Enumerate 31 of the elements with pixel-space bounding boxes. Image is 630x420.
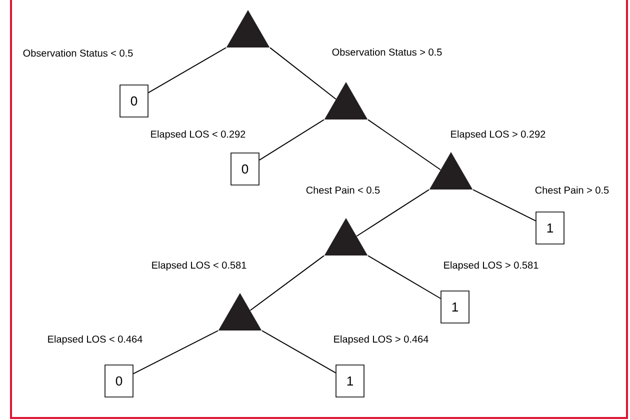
edge-label: Elapsed LOS < 0.464 [46,334,144,346]
branch-line [250,255,324,311]
leaf-box: 0 [230,152,260,186]
branch-line [270,47,336,100]
leaf-box: 1 [336,364,364,398]
edge-label: Observation Status > 0.5 [330,47,444,57]
edge-label: Chest Pain > 0.5 [534,185,610,195]
branch-line [472,189,536,222]
branch-line [368,119,442,170]
edge-label: Chest Pain < 0.5 [304,185,382,195]
leaf-box: 1 [440,290,470,324]
leaf-box: 1 [536,212,564,244]
branch-line [262,330,336,374]
branch-line [132,330,218,374]
split-triangle [226,10,270,48]
edge-label: Elapsed LOS > 0.581 [442,260,540,272]
edge-label: Elapsed LOS > 0.464 [332,334,430,346]
split-triangle [429,152,473,190]
edge-label: Observation Status < 0.5 [22,48,134,58]
branch-line [368,255,442,299]
branch-line [258,119,324,161]
split-triangle [324,82,368,120]
split-triangle [324,218,368,256]
branch-line [356,189,430,237]
leaf-box: 0 [104,364,134,398]
branch-line [148,47,226,94]
edge-label: Elapsed LOS < 0.581 [150,260,248,272]
leaf-box: 0 [120,84,148,118]
edge-label: Elapsed LOS > 0.292 [449,129,547,141]
edge-label: Elapsed LOS < 0.292 [149,129,247,141]
split-triangle [218,293,262,330]
